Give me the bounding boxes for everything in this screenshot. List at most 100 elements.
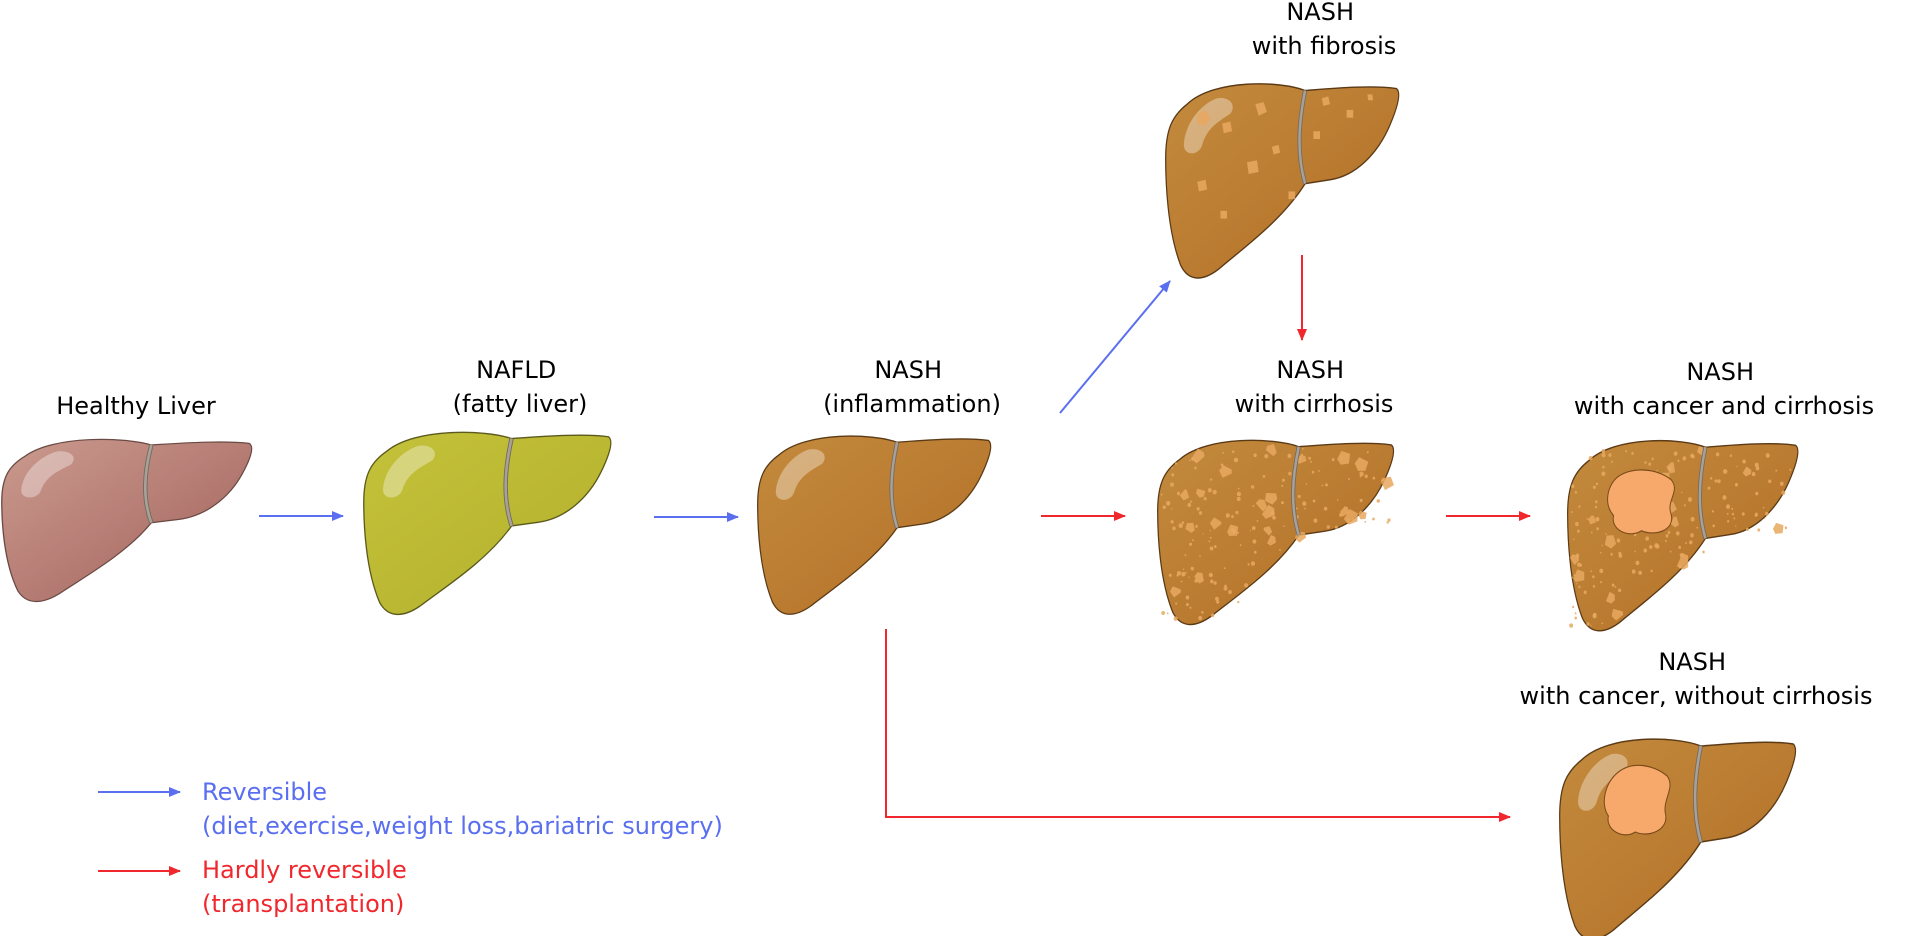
cirrhosis-speckle [1592, 485, 1596, 489]
cirrhosis-dots [1160, 444, 1394, 621]
cirrhosis-speckle [1571, 576, 1574, 579]
cirrhosis-speckle [1644, 461, 1647, 464]
cirrhosis-speckle [1723, 469, 1728, 474]
cirrhosis-speckle [1182, 568, 1185, 571]
cirrhosis-speckle [1376, 499, 1380, 503]
cirrhosis-speckle [1733, 517, 1736, 520]
cirrhosis-speckle [1605, 532, 1607, 535]
cirrhosis-nodule [1185, 522, 1195, 533]
cirrhosis-speckle [1199, 555, 1201, 558]
cirrhosis-speckle [1318, 469, 1320, 472]
cirrhosis-speckle [1618, 610, 1621, 613]
cirrhosis-speckle [1372, 476, 1376, 480]
legend-reversible-title: Reversible [202, 778, 327, 806]
liver-nafld [363, 431, 612, 616]
cirrhosis-speckle [1631, 569, 1636, 574]
cirrhosis-speckle [1656, 469, 1658, 472]
cirrhosis-speckle [1160, 493, 1163, 496]
cirrhosis-speckle [1202, 533, 1204, 535]
cirrhosis-speckle [1194, 578, 1198, 583]
cirrhosis-speckle [1225, 513, 1230, 518]
cirrhosis-nodule [1169, 586, 1182, 598]
cirrhosis-speckle [1172, 526, 1176, 531]
cirrhosis-speckle [1181, 521, 1185, 524]
cirrhosis-speckle [1638, 570, 1642, 575]
arrow-nash-to-fibrosis [1059, 280, 1171, 414]
cirrhosis-speckle [1228, 590, 1232, 595]
cirrhosis-speckle [1296, 507, 1298, 510]
cirrhosis-nodule [1209, 517, 1222, 530]
cirrhosis-speckle [1162, 505, 1166, 510]
cirrhosis-speckle [1176, 491, 1181, 496]
cirrhosis-speckle [1741, 512, 1745, 516]
cirrhosis-speckle [1364, 474, 1368, 479]
legend: Reversible (diet,exercise,weight loss,ba… [98, 778, 723, 918]
cirrhosis-speckle [1359, 471, 1364, 477]
cirrhosis-nodule [1573, 569, 1585, 583]
cirrhosis-speckle [1574, 612, 1577, 615]
cirrhosis-speckle [1687, 497, 1693, 502]
cirrhosis-nodule [1195, 488, 1206, 498]
cirrhosis-speckle [1220, 463, 1224, 467]
cirrhosis-speckle [1244, 583, 1249, 588]
cirrhosis-speckle [1764, 517, 1766, 520]
cirrhosis-speckle [1189, 500, 1192, 503]
cirrhosis-speckle [1592, 575, 1595, 579]
cirrhosis-speckle [1669, 550, 1672, 553]
cirrhosis-speckle [1726, 512, 1729, 515]
cirrhosis-speckle [1729, 454, 1733, 457]
cirrhosis-speckle [1689, 540, 1693, 545]
cirrhosis-speckle [1301, 447, 1304, 450]
cirrhosis-speckle [1601, 452, 1606, 458]
tumor [1603, 764, 1671, 836]
cirrhosis-speckle [1726, 519, 1730, 523]
cirrhosis-speckle [1735, 525, 1737, 527]
legend-irreversible-title: Hardly reversible [202, 856, 407, 884]
cirrhosis-speckle [1313, 518, 1318, 523]
cirrhosis-speckle [1282, 478, 1285, 482]
cirrhosis-speckle [1690, 453, 1694, 458]
cirrhosis-speckle [1366, 451, 1369, 454]
reversible-arrows [259, 280, 1171, 522]
cirrhosis-speckle [1651, 457, 1654, 461]
cirrhosis-speckle [1781, 490, 1786, 496]
cirrhosis-speckle [1754, 462, 1759, 468]
cirrhosis-speckle [1364, 520, 1367, 523]
cirrhosis-nodule [1337, 450, 1351, 465]
cirrhosis-speckle [1325, 483, 1328, 487]
cirrhosis-nodule [1179, 489, 1190, 501]
liver-nash-cancer-no-cirrhosis [1558, 738, 1797, 936]
liver-healthy [1, 438, 253, 603]
cirrhosis-speckle [1297, 494, 1301, 499]
cirrhosis-speckle [1170, 482, 1174, 487]
cirrhosis-speckle [1185, 603, 1189, 607]
cirrhosis-nodule [1772, 522, 1784, 534]
cirrhosis-speckle [1599, 568, 1604, 574]
cirrhosis-speckle [1590, 624, 1592, 627]
cirrhosis-speckle [1734, 482, 1739, 487]
cirrhosis-nodule [1191, 448, 1205, 464]
cirrhosis-speckle [1573, 538, 1575, 541]
label-nafld: NAFLD (fatty liver) [453, 356, 588, 418]
cirrhosis-speckle [1574, 616, 1577, 620]
cirrhosis-speckle [1287, 453, 1292, 459]
cirrhosis-speckle [1715, 452, 1720, 457]
cirrhosis-speckle [1643, 548, 1648, 553]
cirrhosis-speckle [1577, 562, 1581, 567]
cirrhosis-speckle [1576, 582, 1578, 585]
cirrhosis-nodule [1265, 444, 1277, 457]
cirrhosis-speckle [1594, 505, 1598, 509]
cirrhosis-speckle [1702, 550, 1705, 554]
cirrhosis-speckle [1171, 467, 1173, 469]
liver-nash [756, 435, 992, 615]
cirrhosis-speckle [1681, 491, 1683, 494]
cirrhosis-speckle [1223, 586, 1228, 591]
cirrhosis-speckle [1253, 550, 1257, 554]
cirrhosis-nodule [1194, 572, 1204, 584]
cirrhosis-speckle [1185, 595, 1190, 600]
cirrhosis-speckle [1633, 533, 1637, 537]
cirrhosis-speckle [1590, 570, 1592, 573]
cirrhosis-speckle [1717, 479, 1721, 484]
cirrhosis-speckle [1170, 520, 1174, 524]
cirrhosis-speckle [1682, 456, 1687, 461]
